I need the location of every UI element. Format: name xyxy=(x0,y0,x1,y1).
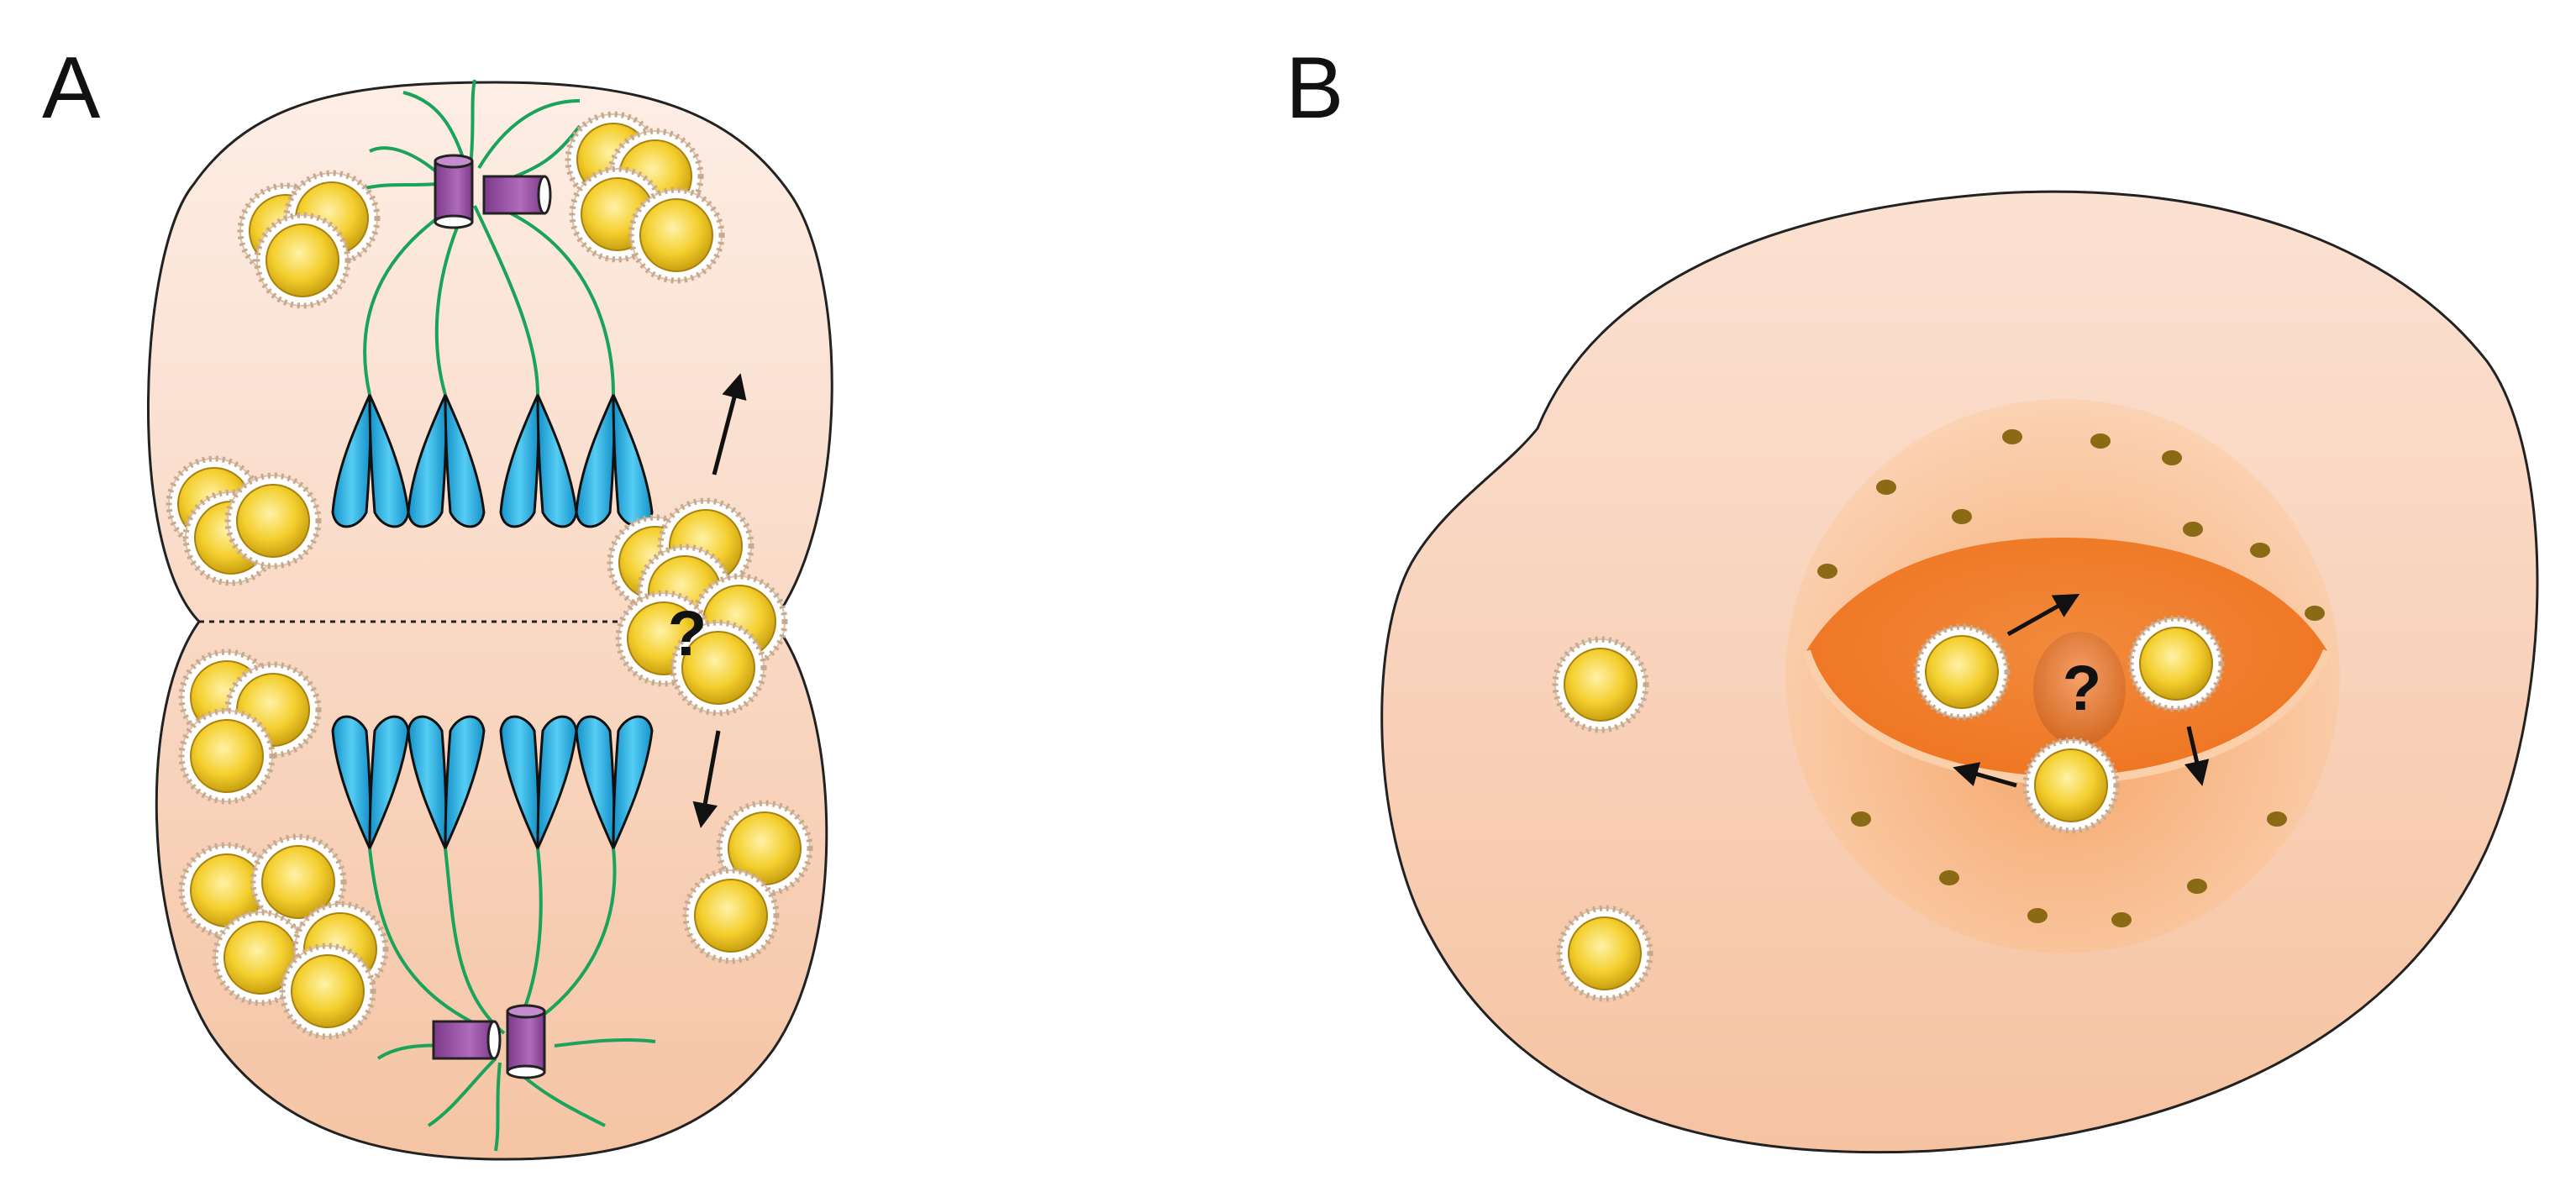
nuclear-pore-icon xyxy=(2187,879,2207,894)
arrow-icon xyxy=(2184,726,2210,786)
centriole-icon xyxy=(434,154,474,229)
nuclear-pore-icon xyxy=(2267,811,2287,827)
spindle-microtubules-top xyxy=(360,79,615,396)
arrow-icon xyxy=(1953,762,2017,788)
panel-b-label: B xyxy=(1285,39,1343,137)
nuclear-pore-icon xyxy=(2090,433,2111,449)
nuclear-pore-icon xyxy=(2027,908,2048,923)
centriole-icon xyxy=(432,1020,502,1060)
nuclear-pore-icon xyxy=(1876,480,1896,495)
nucleolus xyxy=(2033,632,2126,746)
lipid-vesicle-icon xyxy=(1559,908,1650,999)
nuclear-pore-icon xyxy=(2183,522,2203,537)
arrow-icon xyxy=(692,730,721,828)
arrow-icon xyxy=(712,373,747,475)
nuclear-pore-icon xyxy=(1851,811,1871,827)
lipid-vesicle-icon xyxy=(2131,618,2221,709)
lipid-vesicle-icon xyxy=(2026,740,2116,831)
nuclear-pore-icon xyxy=(2111,912,2132,927)
question-mark-a: ? xyxy=(668,598,707,670)
centriole-icon xyxy=(506,1004,546,1079)
nuclear-pore-icon xyxy=(1817,564,1837,579)
lipid-vesicle-icon xyxy=(228,475,318,566)
nuclear-pore-icon xyxy=(2162,450,2182,465)
lipid-vesicle-icon xyxy=(1916,627,2007,717)
arrow-icon xyxy=(2006,594,2080,637)
lipid-vesicle-icon xyxy=(1555,639,1646,730)
nuclear-pore-icon xyxy=(2250,543,2270,558)
nuclear-pore-icon xyxy=(1952,509,1972,524)
lipid-vesicle-icon xyxy=(181,711,272,801)
question-mark-b: ? xyxy=(2063,653,2101,724)
nuclear-pore-icon xyxy=(1939,870,1959,885)
panel-b: B ? xyxy=(1285,39,2539,1154)
lipid-vesicle-icon xyxy=(631,190,722,281)
panel-a: A xyxy=(42,39,833,1161)
centriole-icon xyxy=(482,175,552,215)
lipid-vesicle-icon xyxy=(257,215,348,306)
nuclear-pore-icon xyxy=(2305,606,2325,621)
lipid-vesicle-icon xyxy=(282,946,373,1037)
lipid-vesicle-icon xyxy=(686,870,776,961)
nuclear-pore-icon xyxy=(2002,429,2022,444)
panel-a-label: A xyxy=(42,39,101,137)
